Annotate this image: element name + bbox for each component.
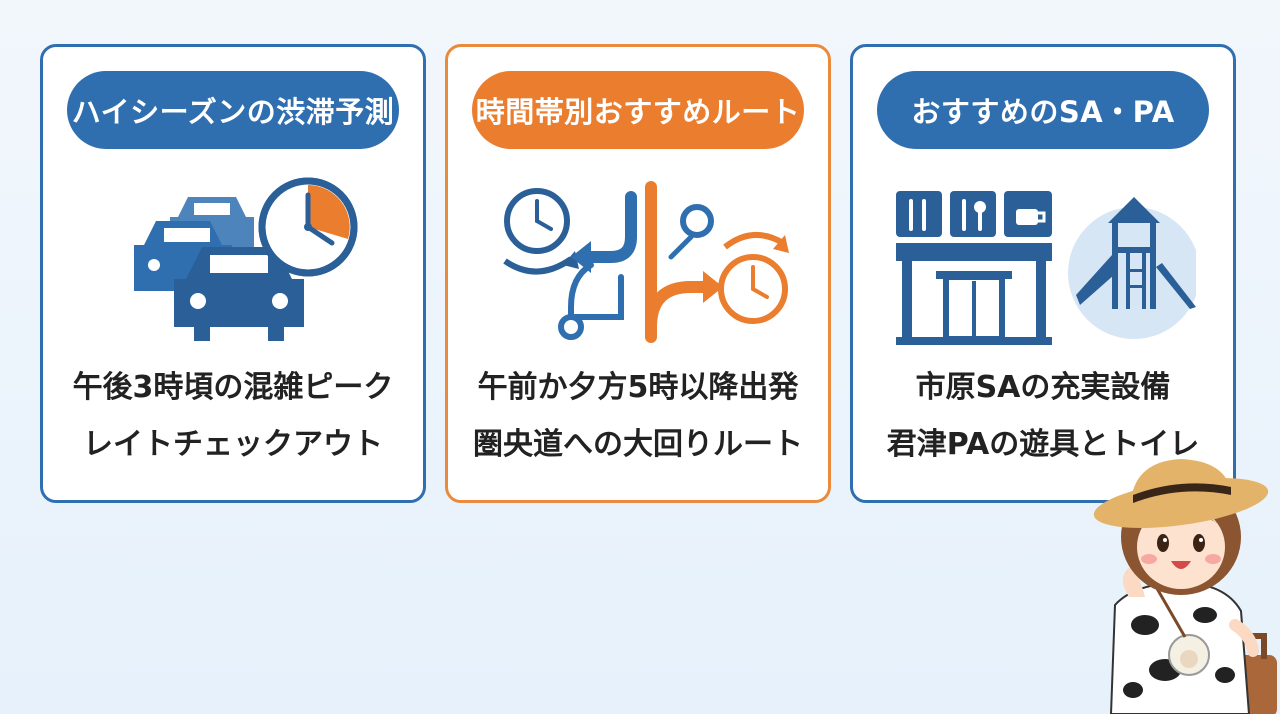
traffic-illustration: [134, 177, 358, 341]
playground-icon: [1068, 197, 1196, 339]
route-icon: [558, 181, 723, 343]
clock-icon: [718, 231, 789, 324]
card-traffic-forecast: ハイシーズンの渋滞予測 午後3: [40, 44, 426, 503]
card-line-1: 午後3時頃の混雑ピーク: [72, 370, 394, 405]
mascot-illustration: [1093, 459, 1277, 714]
card-title: ハイシーズンの渋滞予測: [67, 71, 399, 149]
card-line-1: 市原SAの充実設備: [915, 370, 1171, 405]
clock-icon: [258, 177, 358, 277]
card-line-2: 圏央道への大回りルート: [473, 427, 803, 462]
sa-pa-illustration: [896, 191, 1196, 345]
card-line-2: レイトチェックアウト: [83, 427, 383, 462]
card-body: 午後3時頃の混雑ピーク レイトチェックアウト: [43, 359, 423, 473]
card-body: 市原SAの充実設備 君津PAの遊具とトイレ: [853, 359, 1233, 473]
card-line-1: 午前か夕方5時以降出発: [477, 370, 799, 405]
car-front-icon: [174, 247, 304, 341]
card-sa-pa: おすすめのSA・PA: [850, 44, 1236, 503]
card-recommended-route: 時間帯別おすすめルート: [445, 44, 831, 503]
route-illustration: [503, 181, 789, 343]
card-line-2: 君津PAの遊具とトイレ: [886, 427, 1200, 462]
clock-icon: [503, 188, 579, 275]
card-title: 時間帯別おすすめルート: [472, 71, 804, 149]
service-area-icon: [896, 191, 1052, 345]
card-body: 午前か夕方5時以降出発 圏央道への大回りルート: [448, 359, 828, 473]
card-title: おすすめのSA・PA: [877, 71, 1209, 149]
